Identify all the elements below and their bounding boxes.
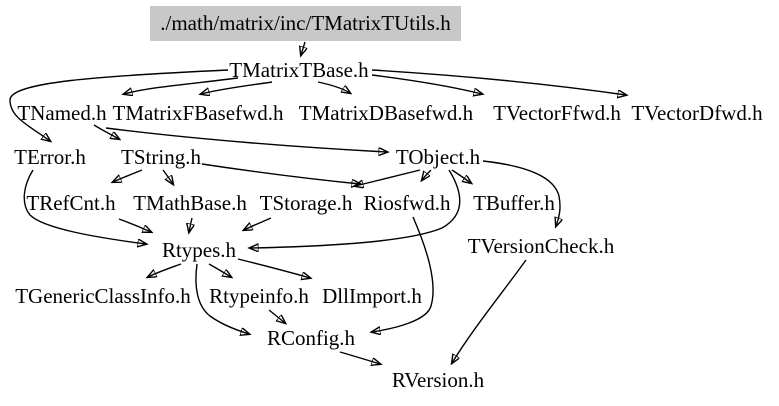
node-tmatrixtbase[interactable]: TMatrixTBase.h [229, 58, 369, 82]
node-rtypeinfo[interactable]: Rtypeinfo.h [209, 284, 309, 308]
edge-rtypes-rtypeinfo [208, 263, 231, 277]
edge-tstring-riosfwd [201, 163, 360, 184]
node-dllimport[interactable]: DllImport.h [322, 284, 422, 308]
edge-base-terror [9, 69, 229, 141]
node-tvectordfwd[interactable]: TVectorDfwd.h [631, 101, 763, 125]
edge-terror-rtypes [23, 169, 146, 244]
edge-trefcnt-rtypes [118, 218, 151, 232]
node-tstorage[interactable]: TStorage.h [259, 191, 353, 215]
node-tobject[interactable]: TObject.h [395, 145, 481, 169]
edge-tstring-tmathbase [162, 169, 173, 184]
node-tstring[interactable]: TString.h [121, 145, 201, 169]
node-tmatrixtutils: ./math/matrix/inc/TMatrixTUtils.h [150, 6, 461, 41]
node-tbuffer[interactable]: TBuffer.h [473, 191, 555, 215]
node-tmathbase[interactable]: TMathBase.h [133, 191, 247, 215]
edge-tobject-riosfwd [422, 169, 432, 180]
edge-tnamed-tobject [105, 127, 387, 152]
node-terror[interactable]: TError.h [14, 145, 86, 169]
edge-rconfig-rversion [339, 351, 380, 364]
node-rconfig[interactable]: RConfig.h [266, 326, 356, 350]
edge-tobject-tbuffer [451, 169, 471, 183]
edge-tobject-tstorage [355, 169, 421, 186]
node-tvectorffwd[interactable]: TVectorFfwd.h [493, 101, 621, 125]
edge-base-vffwd [371, 74, 482, 94]
node-trefcnt[interactable]: TRefCnt.h [26, 191, 116, 215]
edge-tobject-tversioncheck [482, 160, 560, 226]
edge-tnamed-tstring [93, 124, 119, 139]
node-tnamed[interactable]: TNamed.h [17, 101, 107, 125]
edge-rtypeinfo-rconfig [268, 309, 285, 323]
edge-base-fbasefwd [201, 81, 273, 94]
edge-riosfwd-rconfig [372, 216, 434, 332]
edge-rtypes-dllimport [237, 258, 310, 278]
edge-utils-base [301, 41, 305, 55]
edge-tmathbase-rtypes [189, 217, 192, 232]
node-rversion[interactable]: RVersion.h [391, 368, 485, 392]
edge-base-vdfwd [371, 69, 626, 95]
node-tmatrixdbasefwd[interactable]: TMatrixDBasefwd.h [298, 101, 474, 125]
edge-tobject-rtypes [250, 169, 461, 248]
edge-rtypes-tgeneric [148, 263, 182, 277]
node-rtypes[interactable]: Rtypes.h [161, 238, 237, 262]
node-riosfwd[interactable]: Riosfwd.h [363, 191, 451, 215]
node-tgenericclassinfo[interactable]: TGenericClassInfo.h [15, 284, 191, 308]
edge-rtypes-rconfig [195, 263, 249, 334]
edge-base-dbasefwd [317, 81, 350, 93]
edge-tstring-trefcnt [113, 169, 143, 182]
edge-tstorage-rtypes [244, 217, 272, 230]
edge-base-tnamed [124, 77, 239, 94]
node-tmatrixfbasefwd[interactable]: TMatrixFBasefwd.h [112, 101, 284, 125]
edge-tversioncheck-rversion [452, 259, 527, 363]
node-tversioncheck[interactable]: TVersionCheck.h [467, 234, 615, 258]
